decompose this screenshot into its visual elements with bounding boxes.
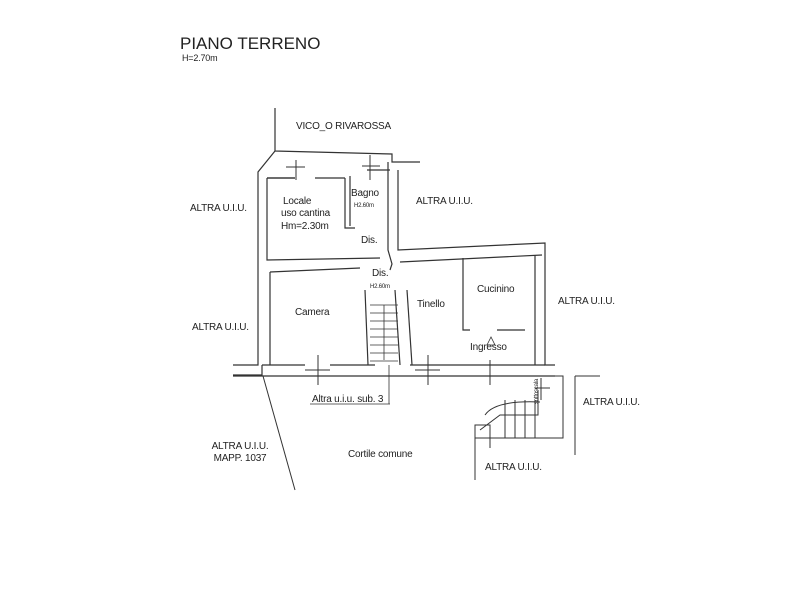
- plan-title: PIANO TERRENO: [180, 34, 321, 53]
- room-dis-lower: Dis.: [372, 268, 389, 279]
- altra-uiu-far-right: ALTRA U.I.U.: [583, 397, 640, 408]
- sottoscala-label: sottoscala: [534, 378, 540, 404]
- altra-uiu-left-top: ALTRA U.I.U.: [190, 203, 247, 214]
- altra-uiu-right: ALTRA U.I.U.: [558, 296, 615, 307]
- windows: [286, 155, 491, 385]
- room-bagno: Bagno: [351, 188, 379, 199]
- room-bagno-height: H2.60m: [354, 203, 374, 209]
- altra-uiu-left-mid: ALTRA U.I.U.: [192, 322, 249, 333]
- altra-uiu-bottom-right: ALTRA U.I.U.: [485, 462, 542, 473]
- outer-walls: [233, 108, 555, 377]
- room-tinello: Tinello: [417, 299, 445, 310]
- room-cucinino: Cucinino: [477, 284, 515, 295]
- bottom-structures: [262, 375, 600, 491]
- cortile-comune-label: Cortile comune: [348, 449, 413, 460]
- room-locale-line1: Locale: [283, 196, 312, 207]
- street-label: VICO_O RIVAROSSA: [296, 121, 391, 132]
- room-locale-height: Hm=2.30m: [281, 221, 329, 232]
- room-ingresso: Ingresso: [470, 342, 507, 353]
- room-camera: Camera: [295, 307, 330, 318]
- altra-uiu-top-right: ALTRA U.I.U.: [416, 196, 473, 207]
- plan-height: H=2.70m: [182, 53, 218, 63]
- room-locale-line2: uso cantina: [281, 208, 330, 219]
- room-dis-upper: Dis.: [361, 235, 378, 246]
- altra-uiu-mapp-line1: ALTRA U.I.U.: [211, 441, 269, 452]
- room-dis-height: H2.60m: [370, 284, 390, 290]
- altra-uiu-mapp-line2: MAPP. 1037: [213, 453, 267, 464]
- altra-uiu-sub3: Altra u.i.u. sub. 3: [312, 394, 384, 405]
- staircase: [310, 304, 496, 405]
